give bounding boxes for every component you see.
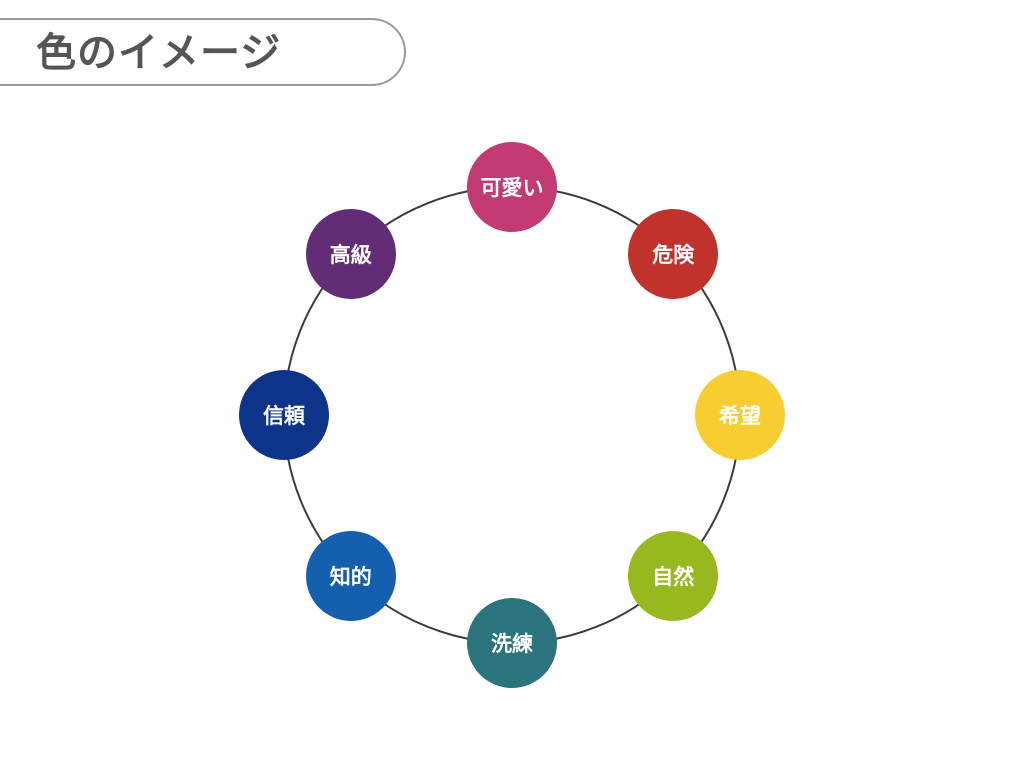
title-tab [0, 18, 406, 86]
node-shinrai: 信頼 [239, 370, 329, 460]
node-kibou: 希望 [695, 370, 785, 460]
node-label: 危険 [652, 242, 695, 267]
node-label: 信頼 [263, 404, 305, 428]
node-label: 希望 [719, 404, 761, 428]
node-label: 高級 [329, 242, 372, 267]
node-chiteki: 知的 [305, 531, 396, 622]
node-kiken: 危険 [628, 208, 719, 299]
node-label: 知的 [329, 565, 372, 590]
node-koukyuu: 高級 [305, 208, 396, 299]
node-shizen: 自然 [628, 531, 719, 622]
node-label: 洗練 [491, 632, 533, 656]
node-label: 自然 [652, 565, 695, 590]
node-kawaii: 可愛い [467, 142, 557, 232]
page-title: 色のイメージ [36, 30, 282, 76]
node-label: 可愛い [480, 176, 544, 200]
node-senren: 洗練 [467, 598, 557, 688]
